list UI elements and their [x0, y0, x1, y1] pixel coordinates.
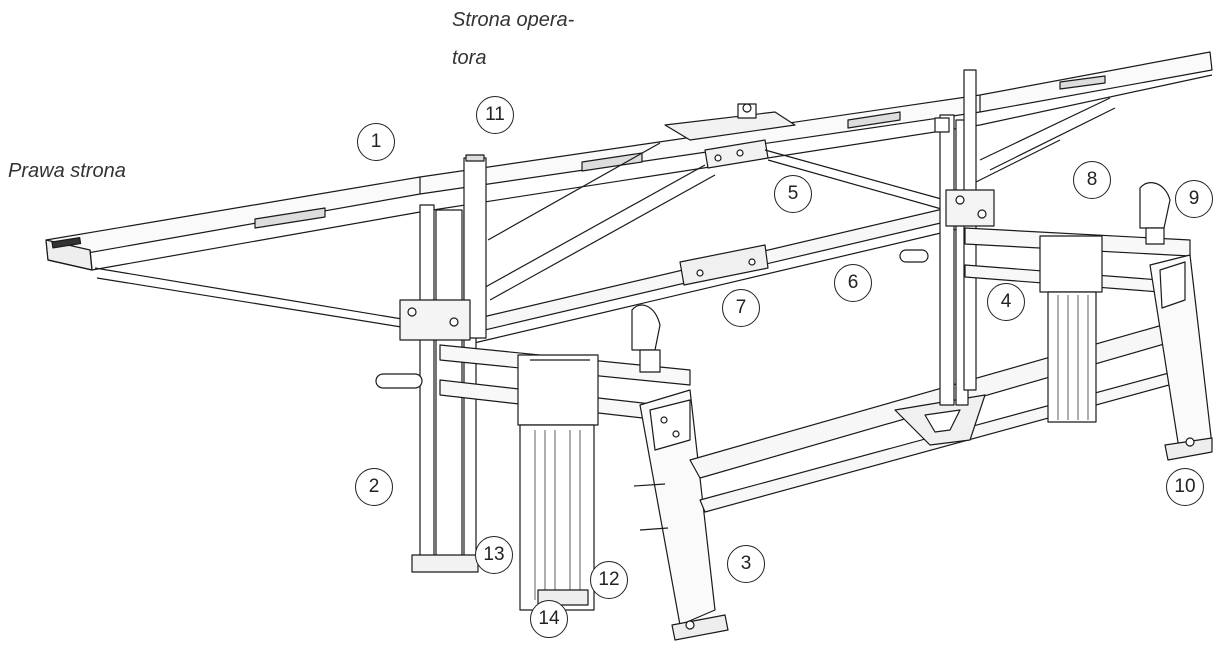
- braces: [95, 98, 1115, 330]
- callout-2: 2: [355, 468, 393, 506]
- bottom-beam: [690, 320, 1185, 512]
- operator-side-label-line2: tora: [452, 47, 487, 69]
- callout-4: 4: [987, 283, 1025, 321]
- callout-5: 5: [774, 175, 812, 213]
- top-trolley: [665, 103, 795, 168]
- callout-14: 14: [530, 600, 568, 638]
- callout-12: 12: [590, 561, 628, 599]
- right-posts: [935, 70, 994, 405]
- operator-side-label-line1: Strona opera-: [452, 9, 575, 31]
- left-carriage: [440, 305, 728, 640]
- callout-13: 13: [475, 536, 513, 574]
- callout-6: 6: [834, 264, 872, 302]
- callout-1: 1: [357, 123, 395, 161]
- callout-10: 10: [1166, 468, 1204, 506]
- callout-3: 3: [727, 545, 765, 583]
- callout-7: 7: [722, 289, 760, 327]
- callout-8: 8: [1073, 161, 1111, 199]
- left-posts: [376, 155, 486, 572]
- middle-beam: [470, 205, 962, 343]
- right-carriage: [965, 183, 1212, 460]
- right-side-label: Prawa strona: [8, 160, 126, 182]
- callout-9: 9: [1175, 180, 1213, 218]
- callout-11: 11: [476, 96, 514, 134]
